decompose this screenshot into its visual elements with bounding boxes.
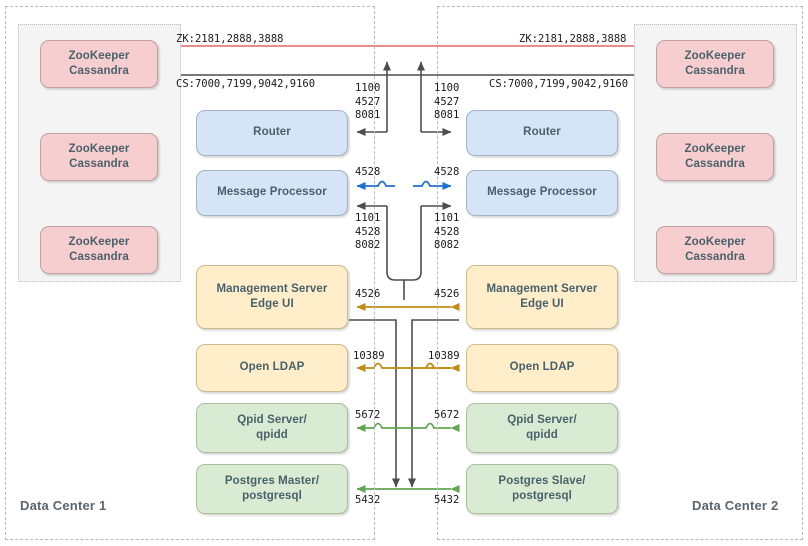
node-line2: postgresql bbox=[512, 490, 572, 502]
node-line1: ZooKeeper bbox=[68, 235, 130, 248]
node-line2: Cassandra bbox=[685, 158, 745, 170]
node-line1: ZooKeeper bbox=[68, 49, 130, 62]
node-line1: Postgres Slave/ bbox=[498, 474, 586, 487]
node-line1: Qpid Server/ bbox=[237, 413, 307, 426]
message-processor-4528-link bbox=[356, 180, 452, 190]
node-line1: Postgres Master/ bbox=[224, 474, 320, 487]
port-label-qpid-left: 5672 bbox=[355, 409, 381, 421]
node-line2: Cassandra bbox=[685, 65, 745, 77]
port-label-router-left: 1100 4527 8081 bbox=[355, 82, 381, 121]
datacenter-2-label: Data Center 2 bbox=[692, 498, 779, 513]
router-links bbox=[356, 61, 452, 136]
port-label-mp-out-right: 1101 4528 8082 bbox=[434, 212, 460, 251]
port-label-qpid-right: 5672 bbox=[434, 409, 460, 421]
node-line1: ZooKeeper bbox=[684, 235, 746, 248]
node-line1: ZooKeeper bbox=[684, 49, 746, 62]
node-line2: Edge UI bbox=[520, 298, 564, 310]
port-label-zk-left: ZK:2181,2888,3888 bbox=[176, 33, 284, 45]
datacenter-1-frame bbox=[5, 6, 375, 540]
port-label-cs-left: CS:7000,7199,9042,9160 bbox=[176, 78, 316, 90]
node-message-processor-dc2[interactable]: Message Processor bbox=[466, 170, 618, 216]
node-line1: Router bbox=[523, 126, 561, 139]
port-label-zk-right: ZK:2181,2888,3888 bbox=[519, 33, 627, 45]
datacenter-2-frame bbox=[437, 6, 803, 540]
port-label-postgres-right: 5432 bbox=[434, 494, 460, 506]
node-line2: Cassandra bbox=[69, 251, 129, 263]
port-label-postgres-left: 5432 bbox=[355, 494, 381, 506]
port-label-mp-in-right: 4528 bbox=[434, 166, 460, 178]
node-open-ldap-dc1[interactable]: Open LDAP bbox=[196, 344, 348, 392]
node-qpid-server-dc1[interactable]: Qpid Server/qpidd bbox=[196, 403, 348, 453]
message-processor-links bbox=[356, 202, 452, 300]
port-label-mp-in-left: 4528 bbox=[355, 166, 381, 178]
ldap-10389-link bbox=[356, 362, 460, 372]
node-line1: Management Server bbox=[216, 282, 328, 295]
node-line1: Message Processor bbox=[487, 186, 597, 199]
node-router-dc2[interactable]: Router bbox=[466, 110, 618, 156]
node-line2: Edge UI bbox=[250, 298, 294, 310]
node-line1: Management Server bbox=[486, 282, 598, 295]
qpid-5672-link bbox=[356, 422, 460, 432]
port-label-cs-right: CS:7000,7199,9042,9160 bbox=[489, 78, 629, 90]
node-message-processor-dc1[interactable]: Message Processor bbox=[196, 170, 348, 216]
node-line2: qpidd bbox=[256, 429, 288, 441]
node-open-ldap-dc2[interactable]: Open LDAP bbox=[466, 344, 618, 392]
node-line2: Cassandra bbox=[69, 158, 129, 170]
node-line1: ZooKeeper bbox=[684, 142, 746, 155]
port-label-ldap-left: 10389 bbox=[353, 350, 385, 362]
datacenter-1-label: Data Center 1 bbox=[20, 498, 107, 513]
node-line2: Cassandra bbox=[685, 251, 745, 263]
node-line2: postgresql bbox=[242, 490, 302, 502]
node-postgres-master-dc1[interactable]: Postgres Master/postgresql bbox=[196, 464, 348, 514]
port-label-router-right: 1100 4527 8081 bbox=[434, 82, 460, 121]
node-qpid-server-dc2[interactable]: Qpid Server/qpidd bbox=[466, 403, 618, 453]
node-line1: Router bbox=[253, 126, 291, 139]
node-router-dc1[interactable]: Router bbox=[196, 110, 348, 156]
node-line2: Cassandra bbox=[69, 65, 129, 77]
node-line1: Qpid Server/ bbox=[507, 413, 577, 426]
node-line1: Open LDAP bbox=[239, 361, 305, 374]
node-line1: Message Processor bbox=[217, 186, 327, 199]
port-label-mp-out-left: 1101 4528 8082 bbox=[355, 212, 381, 251]
port-label-mgmt-right: 4526 bbox=[434, 288, 460, 300]
node-line1: Open LDAP bbox=[509, 361, 575, 374]
port-label-mgmt-left: 4526 bbox=[355, 288, 381, 300]
port-label-ldap-right: 10389 bbox=[428, 350, 460, 362]
node-postgres-slave-dc2[interactable]: Postgres Slave/postgresql bbox=[466, 464, 618, 514]
node-line2: qpidd bbox=[526, 429, 558, 441]
node-line1: ZooKeeper bbox=[68, 142, 130, 155]
